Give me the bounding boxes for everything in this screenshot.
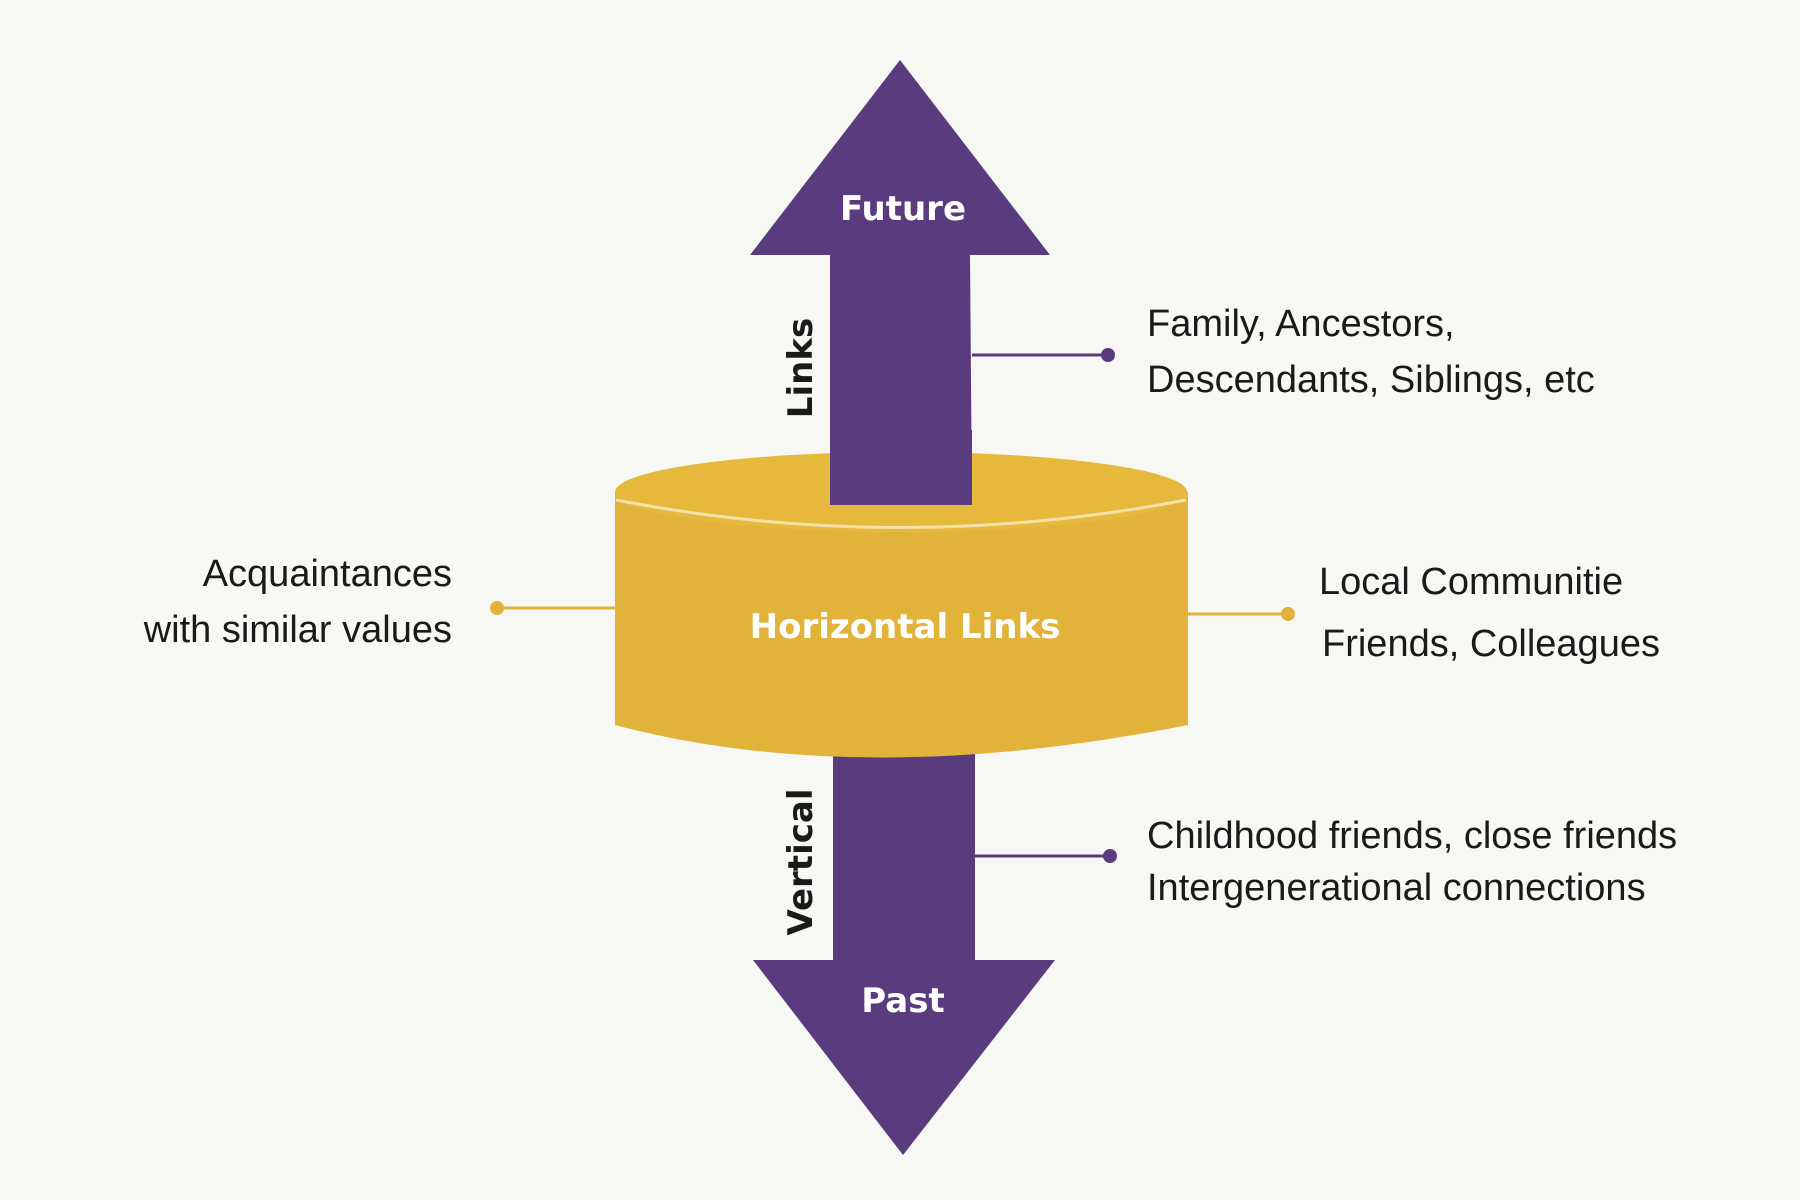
cylinder-body: [615, 492, 1188, 758]
past-arrow: [753, 745, 1055, 1155]
connector-top-right-dot: [1101, 348, 1115, 362]
callout-left-line-1: Acquaintances: [203, 553, 452, 595]
callout-bottom-right-line-2: Intergenerational connections: [1147, 867, 1646, 909]
cylinder-rim: [615, 498, 1187, 529]
callout-bottom-right-line-1: Childhood friends, close friends: [1147, 815, 1677, 857]
future-arrow-shaft-overlap: [830, 430, 972, 505]
past-label: Past: [861, 981, 944, 1021]
connector-mid-right-dot: [1281, 607, 1295, 621]
callout-left-line-2: with similar values: [143, 609, 452, 651]
callout-mid-right-line-1: Local Communitie: [1319, 561, 1623, 603]
connector-left-dot: [490, 601, 504, 615]
callout-mid-right-line-2: Friends, Colleagues: [1322, 623, 1660, 665]
callout-top-right-line-2: Descendants, Siblings, etc: [1147, 359, 1595, 401]
future-arrow: [750, 60, 1050, 505]
vertical-label: Vertical: [781, 789, 821, 936]
connector-bottom-right-dot: [1103, 849, 1117, 863]
links-label: Links: [781, 318, 821, 418]
center-label: Horizontal Links: [750, 607, 1061, 647]
callout-top-right-line-1: Family, Ancestors,: [1147, 303, 1455, 345]
future-label: Future: [840, 189, 966, 229]
